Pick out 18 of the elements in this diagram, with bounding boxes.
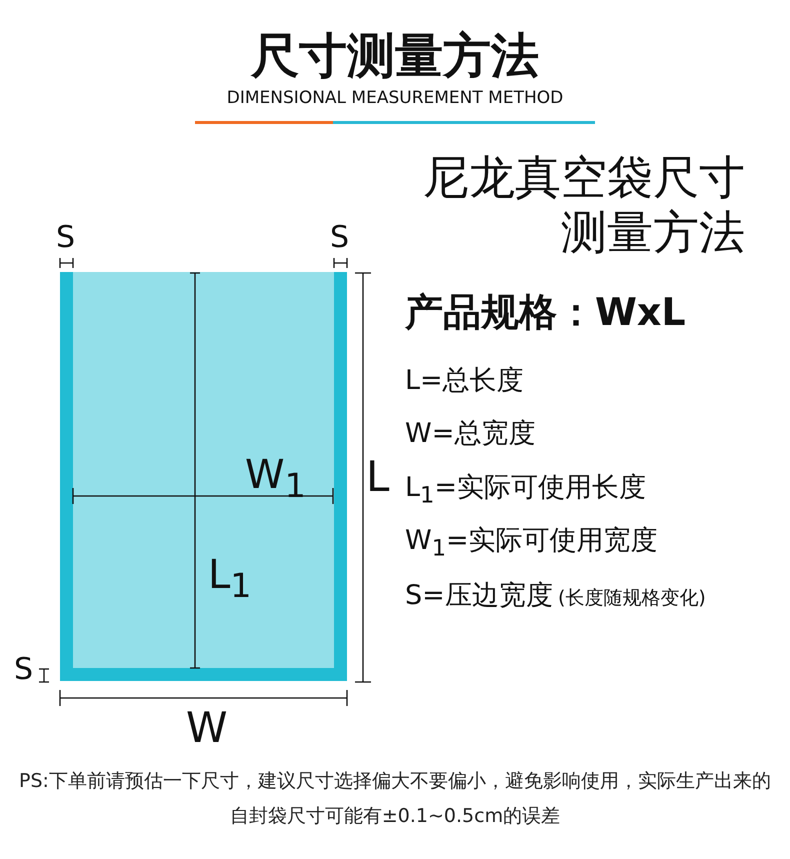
definition-text: L$_{1}$=实际可使用长度 bbox=[405, 472, 646, 510]
note-text: PS:下单前请预估一下尺寸，建议尺寸选择偏大不要偏小，避免影响使用，实际生产出来的自封袋尺寸可能有±0.1~0.5cm的误差 bbox=[18, 769, 772, 829]
definition-text: S=压边宽度 bbox=[405, 580, 553, 612]
dimension-label: W bbox=[186, 703, 228, 754]
dimension-label: L bbox=[366, 452, 390, 502]
note-text: (长度随规格变化) bbox=[558, 587, 706, 610]
dimension-label: S bbox=[14, 652, 34, 688]
subtitle: DIMENSIONAL MEASUREMENT METHOD bbox=[226, 88, 564, 108]
dimension-label: S bbox=[330, 220, 350, 256]
dimension-label: L$_{1}$ bbox=[208, 555, 252, 602]
spec-text: 产品规格：WxL bbox=[405, 290, 686, 336]
definition-text: L=总长度 bbox=[405, 365, 524, 398]
definition-text: W=总宽度 bbox=[405, 418, 536, 450]
definition-text: W$_{1}$=实际可使用宽度 bbox=[405, 525, 658, 562]
title: 尺寸测量方法 bbox=[250, 27, 540, 86]
bag-drawing bbox=[60, 272, 347, 681]
heading: 尼龙真空袋尺寸测量方法 bbox=[422, 150, 745, 260]
dimension-label: S bbox=[56, 220, 76, 256]
